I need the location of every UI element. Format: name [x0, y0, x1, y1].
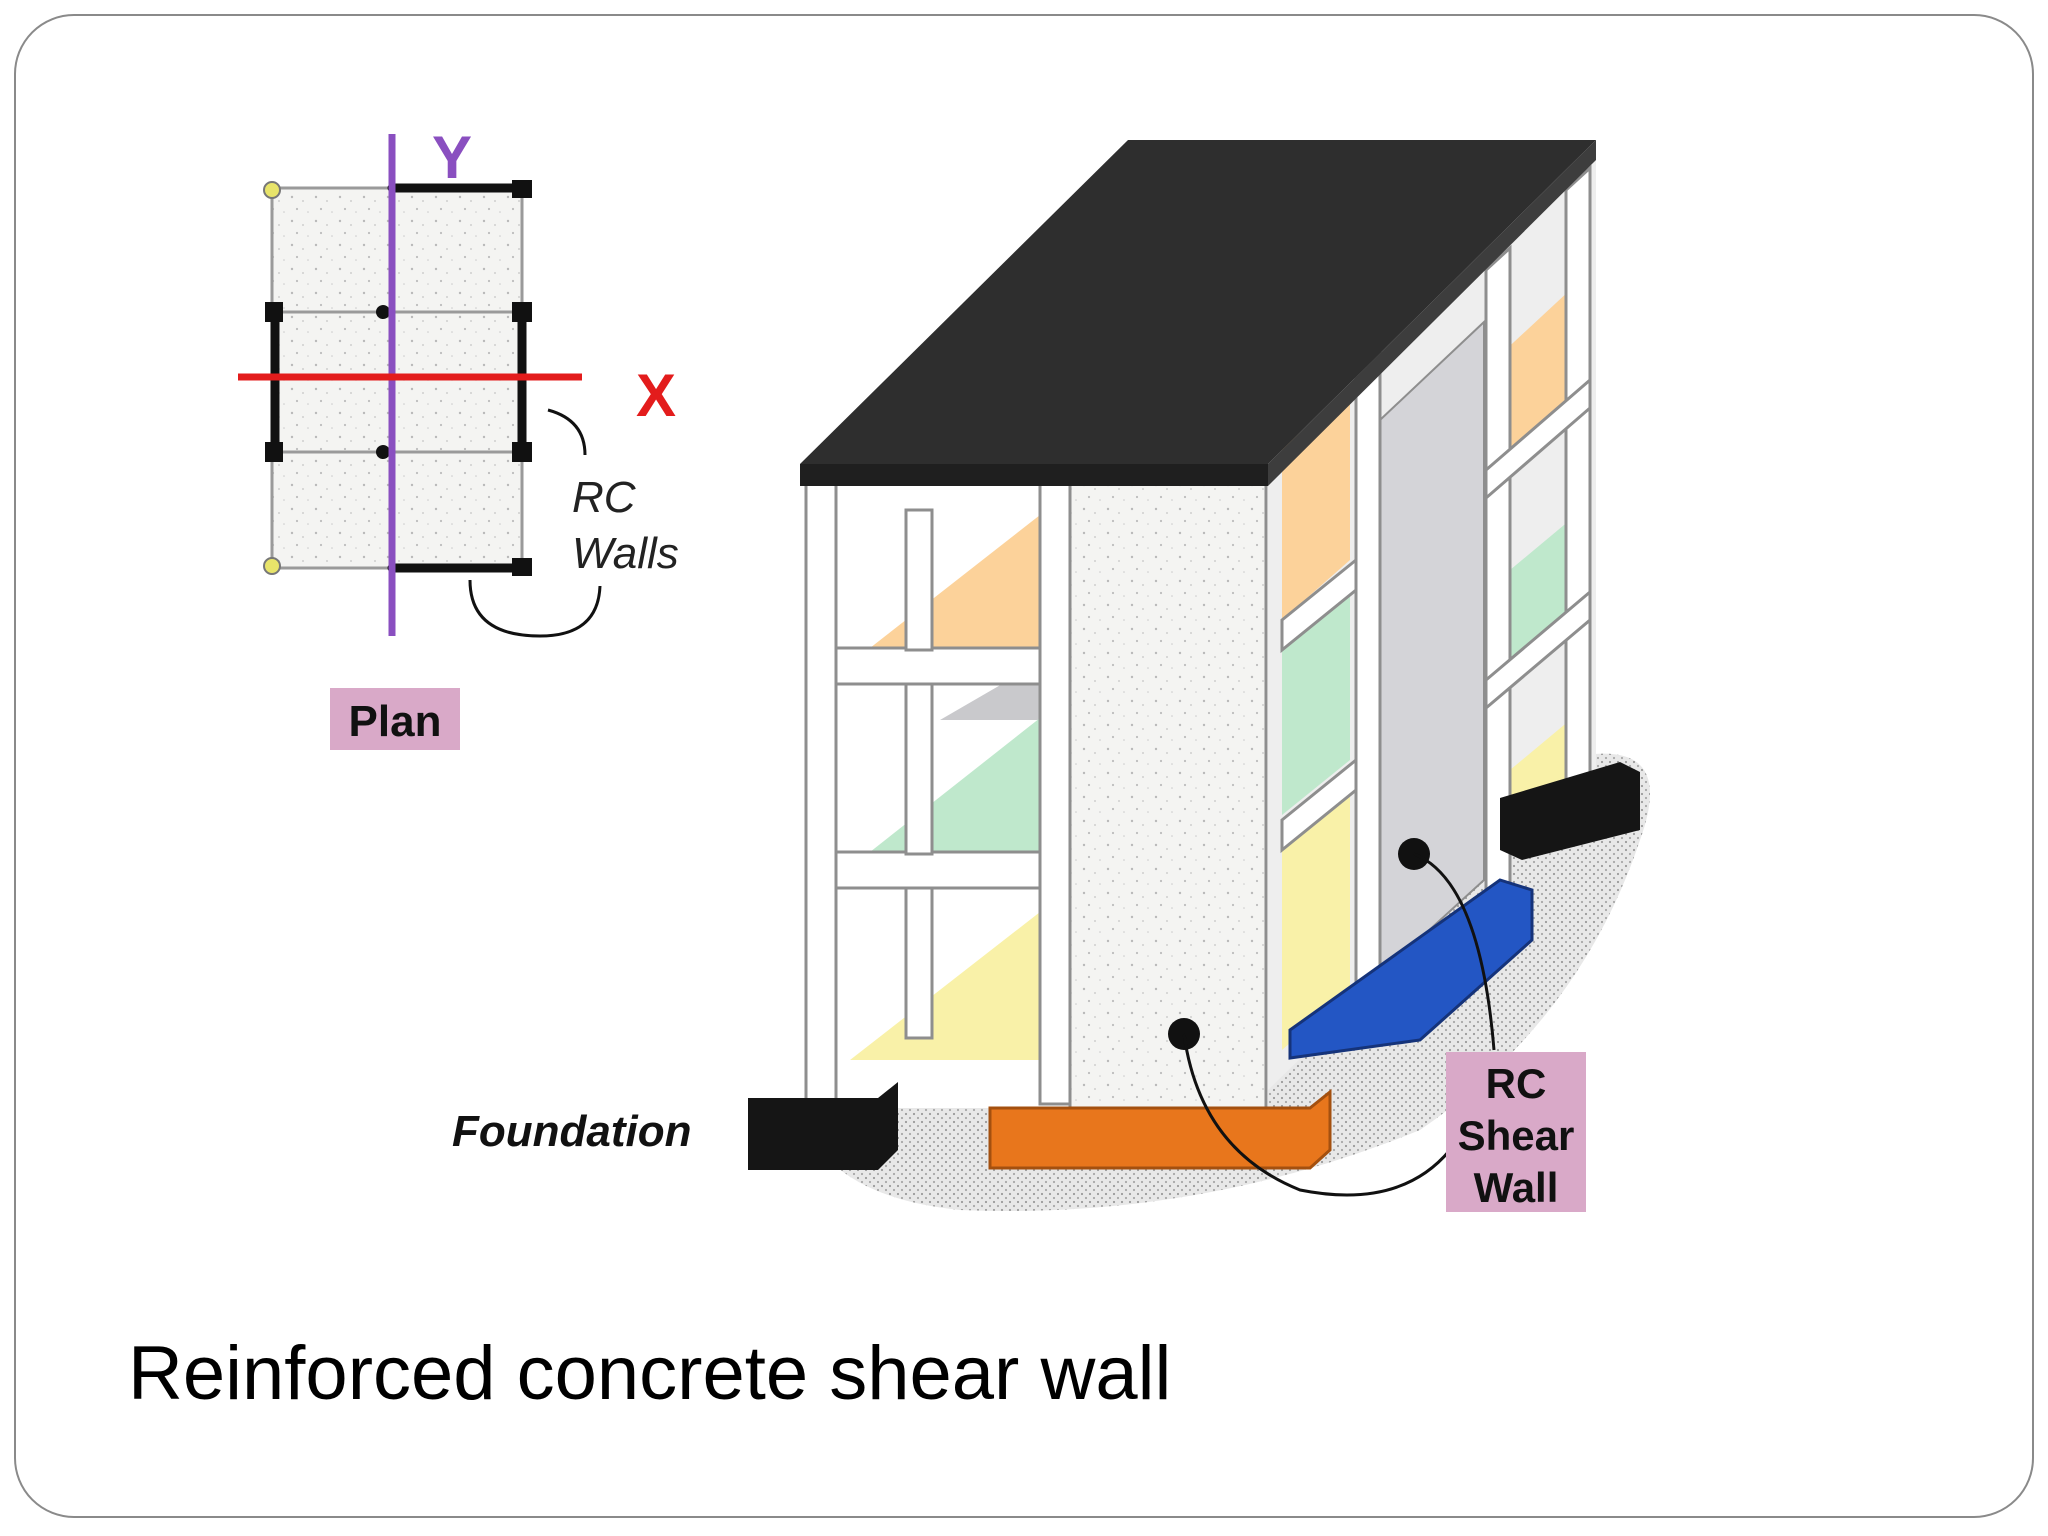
- side-shear-wall: [1379, 319, 1485, 978]
- plan-label-box: [330, 688, 460, 750]
- shear-wall-label-line3: Wall: [1474, 1164, 1559, 1211]
- foundation-rear: [1500, 762, 1640, 860]
- shear-wall-label-line2: Shear: [1458, 1112, 1575, 1159]
- plan-rc-walls: [270, 183, 527, 573]
- shear-wall-label-box: [1446, 1052, 1586, 1212]
- shear-wall-foundation-front: [988, 1088, 1332, 1170]
- plan-y-axis-label: Y: [432, 124, 472, 191]
- shear-wall-label-line1: RC: [1486, 1060, 1547, 1107]
- rc-walls-label-line2: Walls: [572, 529, 679, 578]
- plan-columns: [265, 180, 532, 576]
- plan-label: Plan: [349, 697, 442, 746]
- rc-walls-leader-upper: [547, 408, 587, 456]
- plan-corner-node: [263, 557, 281, 575]
- rc-walls-leader-lower: [468, 579, 602, 638]
- side-slab-yellow: [1282, 795, 1350, 1050]
- roof-slab: [800, 140, 1596, 464]
- foundation-left: [748, 1082, 898, 1170]
- side-slab-green: [1282, 595, 1350, 815]
- front-slab-yellow: [850, 912, 1040, 1060]
- plan-corner-node: [263, 181, 281, 199]
- slide-caption: Reinforced concrete shear wall: [128, 1331, 1172, 1416]
- roof-edge-front: [800, 464, 1268, 486]
- rc-walls-label-line1: RC: [572, 473, 637, 522]
- building-diagram: Foundation RC Shear Wall: [452, 140, 1650, 1212]
- shear-wall-leader-side: [1413, 852, 1496, 1051]
- shear-wall-leader-front: [1182, 1033, 1452, 1197]
- plan-diagram: Y X RC Walls Plan: [238, 124, 679, 750]
- front-shear-wall: [1068, 482, 1268, 1116]
- foundation-label: Foundation: [452, 1107, 692, 1156]
- side-beams: [1280, 376, 1592, 854]
- plan-x-axis-label: X: [636, 362, 676, 429]
- roof-edge-side: [1268, 140, 1596, 486]
